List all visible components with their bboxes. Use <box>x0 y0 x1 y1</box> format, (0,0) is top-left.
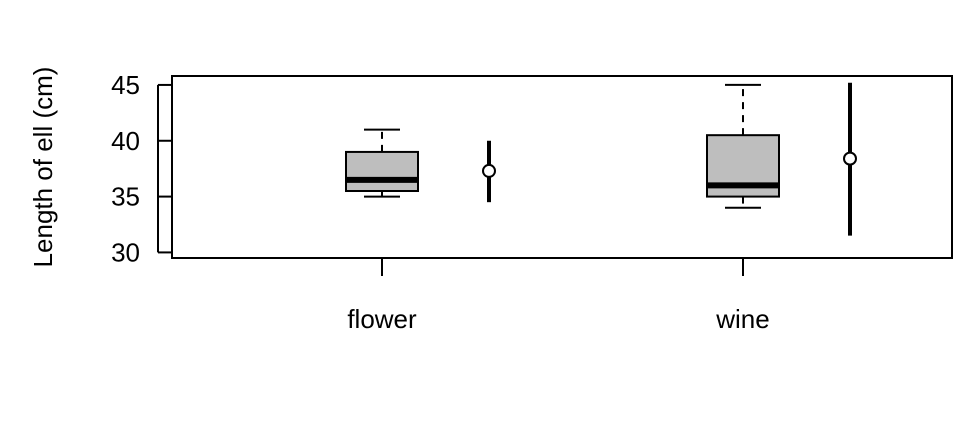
x-tick-label: wine <box>715 304 769 334</box>
y-axis: 30 35 40 45 <box>111 70 172 267</box>
box-flower <box>345 150 419 193</box>
x-tick-label: flower <box>347 304 417 334</box>
y-tick-label: 35 <box>111 182 140 212</box>
interval-point-flower <box>482 163 496 178</box>
y-tick-label: 45 <box>111 70 140 100</box>
x-axis: flower wine <box>347 258 770 334</box>
interval-point-wine <box>843 151 857 166</box>
plot-frame <box>171 75 953 259</box>
y-tick-label: 30 <box>111 237 140 267</box>
y-axis-title: Length of ell (cm) <box>28 67 58 268</box>
chart-marks <box>345 82 857 236</box>
y-tick-label: 40 <box>111 126 140 156</box>
